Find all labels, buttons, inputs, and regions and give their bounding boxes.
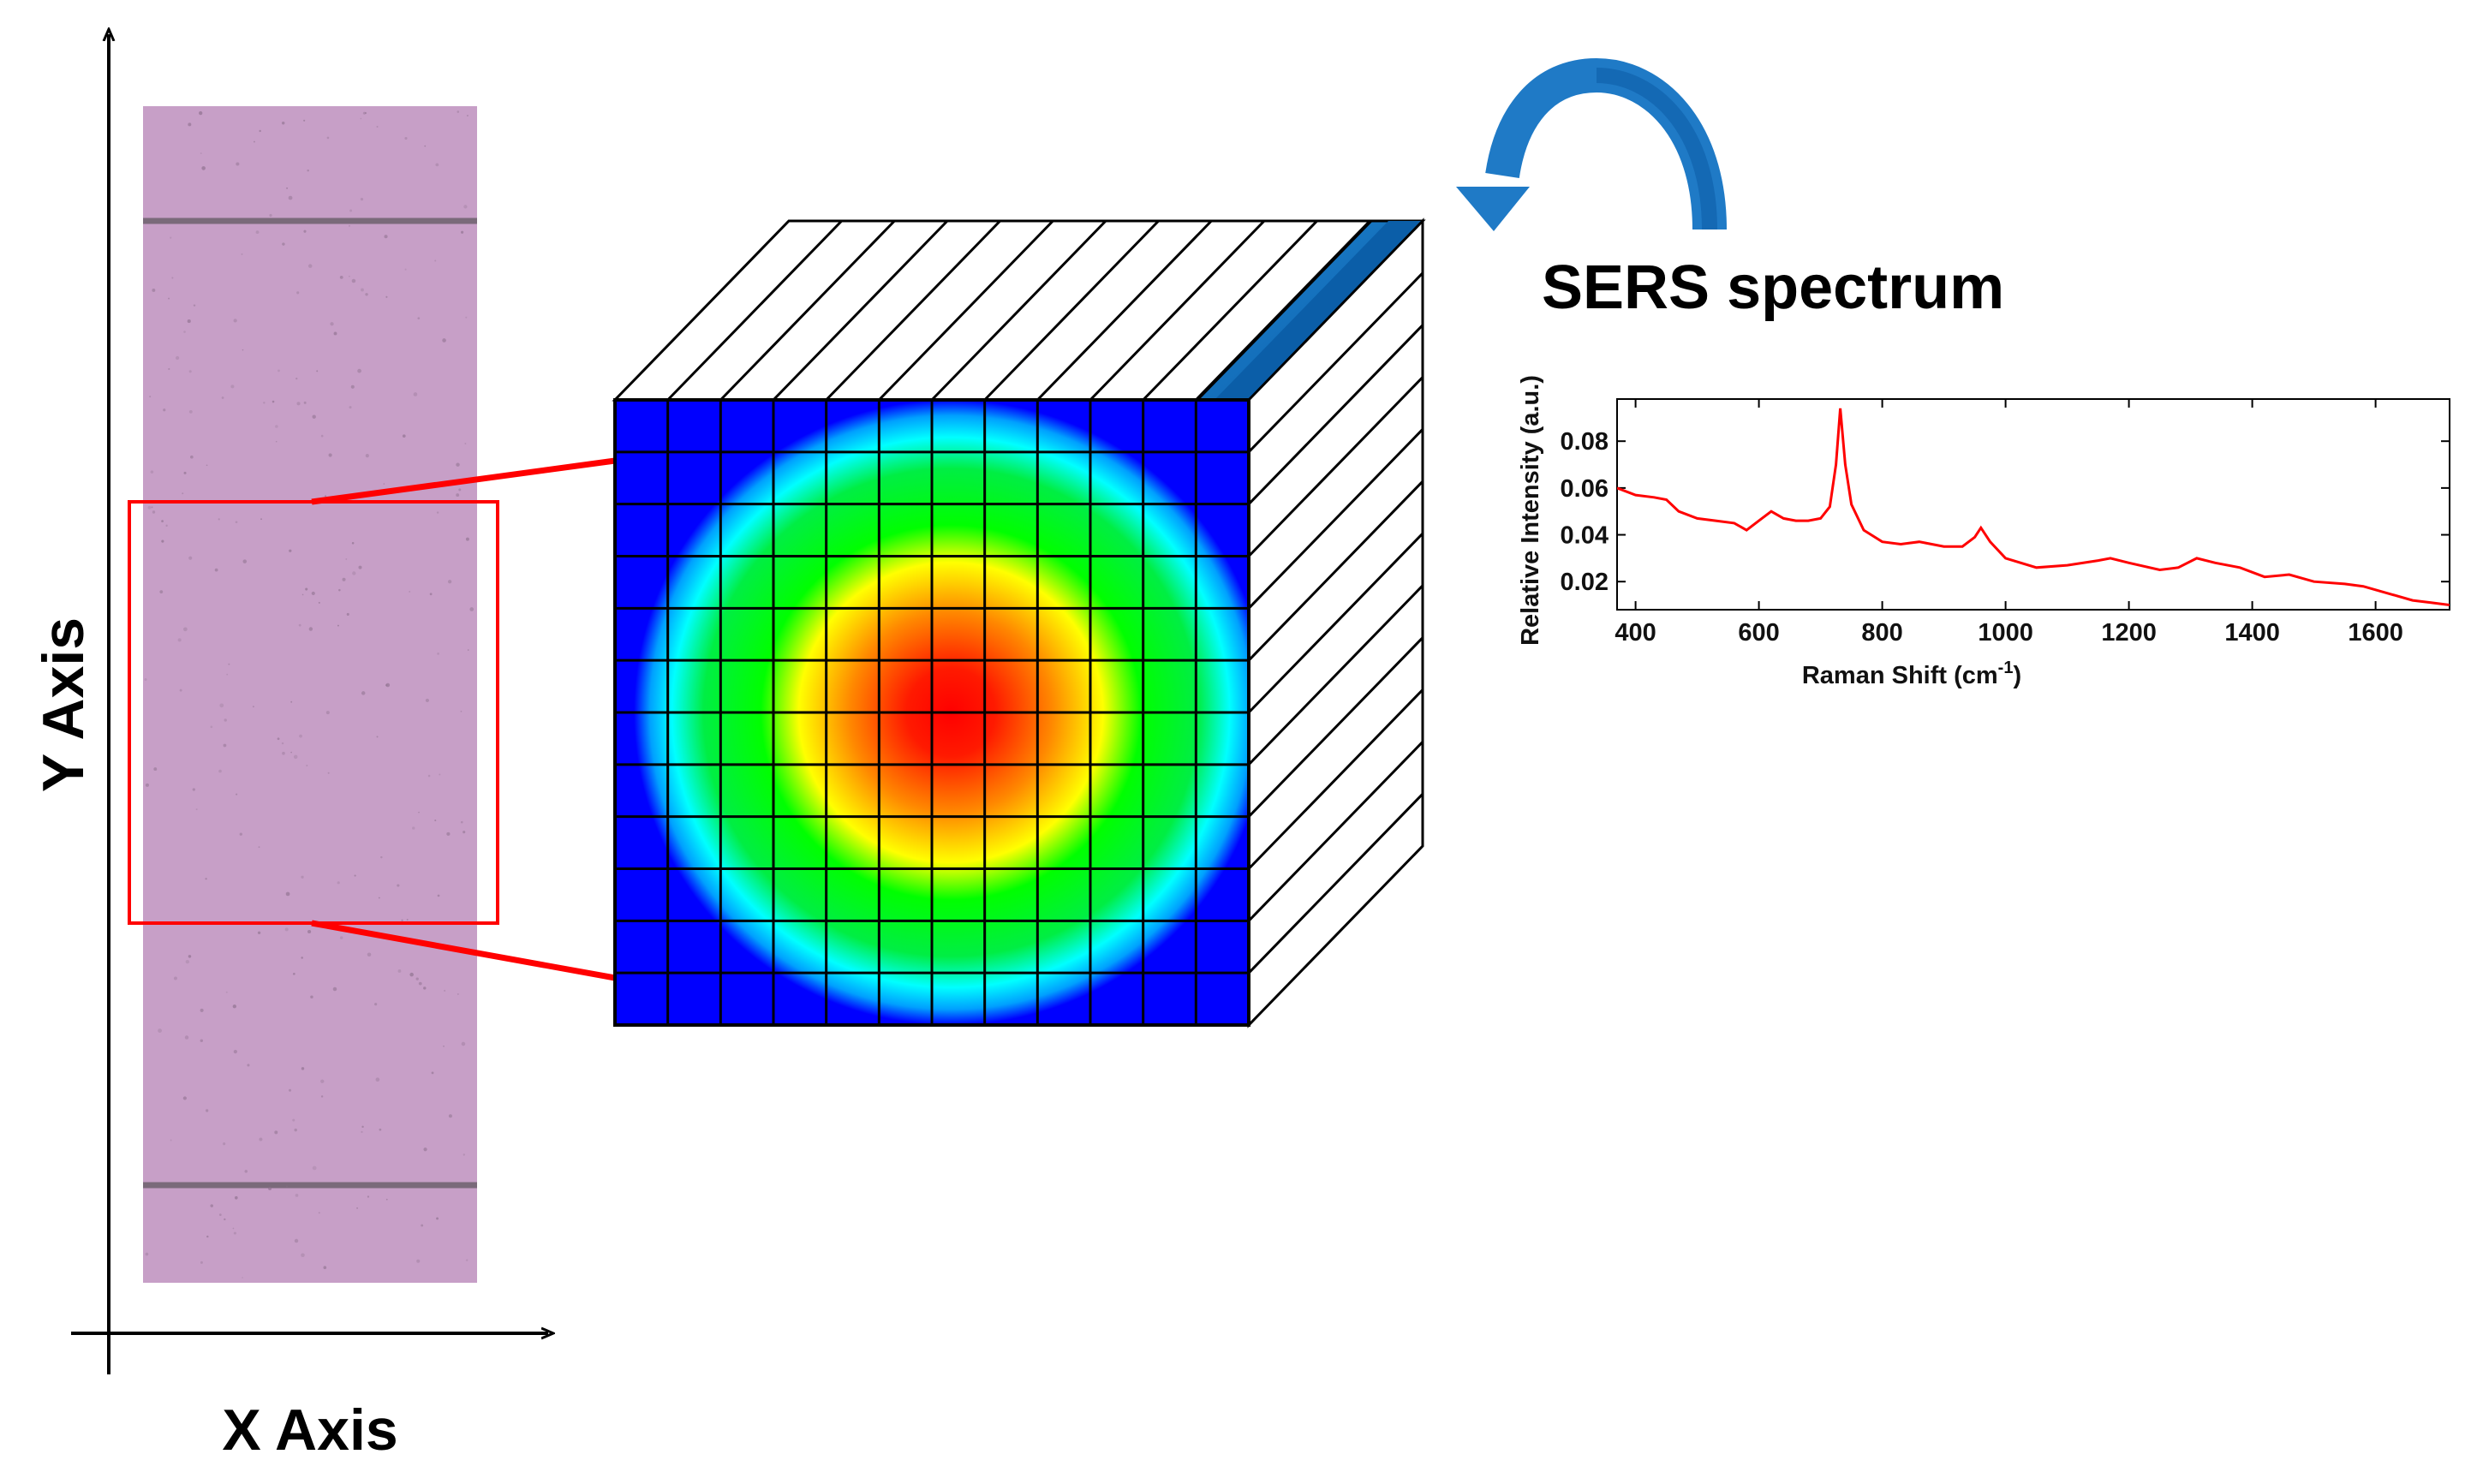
x-axis-ticks: 400 600 800 1000 1200 1400 1600 xyxy=(1615,399,2403,647)
y-tick-label: 0.08 xyxy=(1561,428,1609,456)
side-slice-line xyxy=(1247,636,1424,818)
side-slice-line xyxy=(1247,688,1424,870)
zoom-line-top xyxy=(311,457,616,505)
top-slice-line xyxy=(772,219,949,402)
curved-arrow-icon xyxy=(1456,57,1727,231)
side-slice-line xyxy=(1247,428,1424,610)
side-slice-line xyxy=(1247,271,1424,453)
chart-x-axis-label-main: Raman Shift (cm xyxy=(1802,662,1998,689)
chart-x-axis-label-suffix: ) xyxy=(2013,662,2021,689)
x-tick-label: 800 xyxy=(1861,619,1902,647)
top-slice-line xyxy=(666,219,843,402)
side-slice-line xyxy=(1247,793,1424,974)
side-slice-line xyxy=(1247,741,1424,922)
side-slice-line xyxy=(1247,532,1424,714)
side-slice-line xyxy=(1247,324,1424,505)
cube-front-border xyxy=(613,398,1250,1027)
side-slice-line xyxy=(1247,584,1424,766)
top-slice-line xyxy=(1089,219,1266,402)
top-slice-line xyxy=(1142,219,1318,402)
x-tick-label: 600 xyxy=(1738,619,1779,647)
top-slice-line xyxy=(930,219,1107,402)
y-tick-label: 0.02 xyxy=(1561,569,1609,596)
x-tick-label: 400 xyxy=(1615,619,1656,647)
top-slice-line xyxy=(878,219,1054,402)
x-axis-label: X Axis xyxy=(222,1398,397,1463)
top-slice-line xyxy=(1036,219,1213,402)
y-axis-label: Y Axis xyxy=(31,617,96,792)
x-tick-label: 1600 xyxy=(2348,619,2403,647)
plot-area xyxy=(1616,398,2450,611)
top-slice-line xyxy=(983,219,1160,402)
zoom-line-bottom xyxy=(311,920,616,981)
spectrum-title: SERS spectrum xyxy=(1542,253,2004,322)
x-tick-label: 1200 xyxy=(2101,619,2157,647)
series-line-spectrum xyxy=(1617,408,2450,606)
x-tick-label: 1400 xyxy=(2224,619,2280,647)
cube-top-highlight-slice-2 xyxy=(1215,221,1423,400)
sers-spectrum-chart: 0.02 0.04 0.06 0.08 400 600 800 1000 1200 1400 16… xyxy=(1517,375,2450,689)
cube-side-slices xyxy=(1247,271,1424,974)
x-tick-label: 1000 xyxy=(1978,619,2033,647)
chart-x-axis-label-superscript: -1 xyxy=(1998,659,2014,677)
chart-y-axis-label: Relative Intensity (a.u.) xyxy=(1517,375,1544,646)
top-slice-line xyxy=(825,219,1001,402)
y-tick-label: 0.06 xyxy=(1561,475,1609,503)
side-slice-line xyxy=(1247,480,1424,662)
y-tick-label: 0.04 xyxy=(1561,522,1609,550)
sample-panel: Y Axis X Axis xyxy=(31,34,616,1463)
y-axis-ticks: 0.02 0.04 0.06 0.08 xyxy=(1561,428,2450,596)
hyperspectral-cube xyxy=(612,218,1426,1028)
strip-texture xyxy=(144,110,475,1278)
top-slice-line xyxy=(1195,219,1371,402)
sample-strip xyxy=(143,106,477,1283)
chart-x-axis-label: Raman Shift (cm-1) xyxy=(1802,659,2021,689)
top-slice-line xyxy=(719,219,896,402)
cube-top-slices xyxy=(666,219,1371,402)
side-slice-line xyxy=(1247,376,1424,557)
cube-front-grid xyxy=(615,400,1249,1025)
